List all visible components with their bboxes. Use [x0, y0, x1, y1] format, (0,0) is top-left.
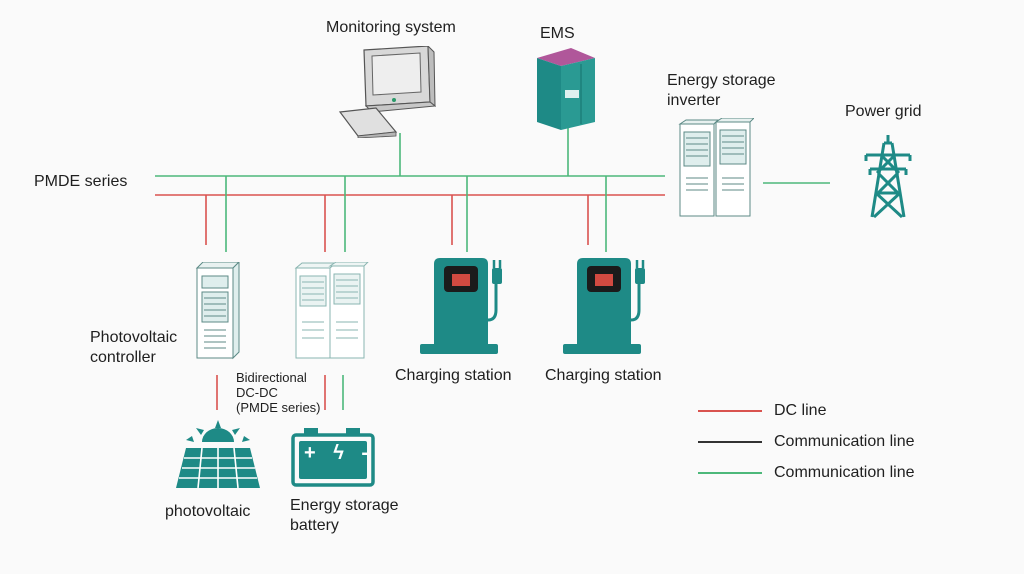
pv-controller-label-line2: controller: [90, 349, 156, 366]
monitoring-system-label: Monitoring system: [326, 19, 456, 36]
bidirectional-label-line3: (PMDE series): [236, 400, 321, 415]
legend-swatch: [698, 440, 762, 443]
legend-swatch: [698, 409, 762, 412]
bidirectional-label-line1: Bidirectional: [236, 370, 307, 385]
pv-controller-label-line1: Photovoltaic: [90, 329, 178, 346]
legend-label: Communication line: [774, 433, 915, 450]
legend-item-dc-line: DC line: [698, 401, 826, 420]
battery-label-line2: battery: [290, 517, 339, 534]
pv-controller-cabinet-icon: [195, 262, 240, 360]
bidirectional-label-line2: DC-DC: [236, 385, 278, 400]
legend-label: DC line: [774, 402, 827, 419]
pmde-series-label: PMDE series: [34, 173, 128, 190]
photovoltaic-label: photovoltaic: [165, 503, 251, 520]
power-grid-label: Power grid: [845, 103, 922, 120]
photovoltaic-panel-icon: [176, 420, 260, 489]
energy-storage-inverter-icon: [678, 118, 754, 217]
charging-station-2-icon: [563, 258, 645, 354]
ems-label: EMS: [540, 25, 575, 42]
energy-storage-inverter-label-line1: Energy storage: [667, 72, 776, 89]
charging-station-1-label: Charging station: [395, 367, 512, 384]
legend-swatch: [698, 471, 762, 474]
battery-label-line1: Energy storage: [290, 497, 399, 514]
energy-storage-battery-icon: [291, 428, 375, 487]
power-grid-tower-icon: [864, 135, 912, 219]
ems-cabinet-icon: [537, 48, 595, 130]
battery-symbols: + ϟ -: [304, 442, 375, 464]
charging-station-2-label: Charging station: [545, 367, 662, 384]
energy-storage-inverter-label-line2: inverter: [667, 92, 721, 109]
legend-item-communication-line-black: Communication line: [698, 432, 915, 451]
legend-label: Communication line: [774, 464, 915, 481]
charging-station-1-icon: [420, 258, 502, 354]
bidirectional-dcdc-cabinet-icon: [294, 262, 369, 359]
legend-item-communication-line-green: Communication line: [698, 463, 915, 482]
monitoring-computer-icon: [338, 46, 436, 138]
